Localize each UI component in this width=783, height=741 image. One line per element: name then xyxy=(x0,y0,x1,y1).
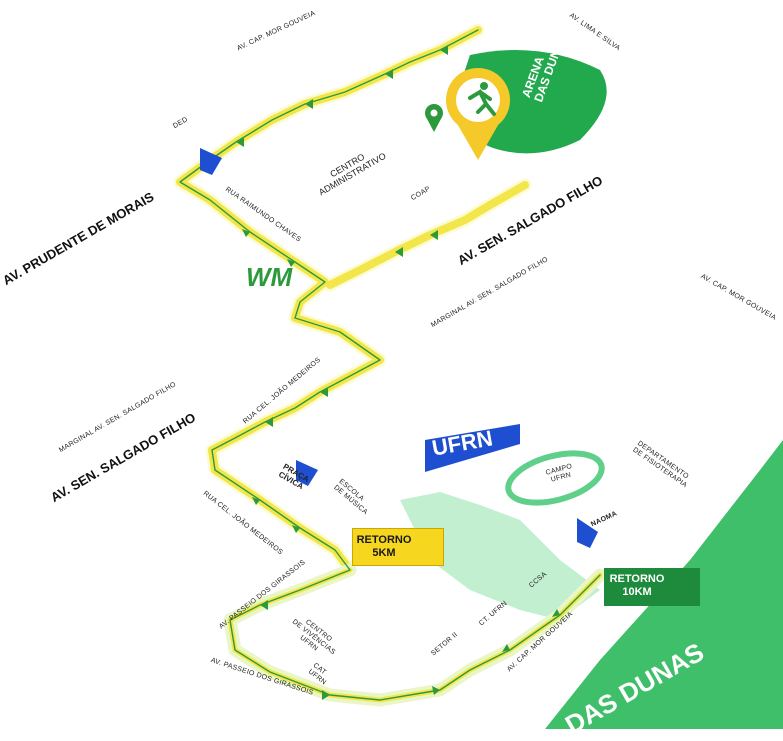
arrow-icon xyxy=(292,525,300,533)
retorno-5km-line2: 5KM xyxy=(372,547,396,559)
arrow-icon xyxy=(287,259,295,267)
flags xyxy=(200,148,598,548)
arrow-icon xyxy=(440,45,448,55)
retorno-5km-line1: RETORNO xyxy=(356,534,412,546)
arrow-icon xyxy=(322,690,330,700)
arrow-icon xyxy=(385,69,393,79)
arrow-icon xyxy=(265,417,273,427)
campo-track xyxy=(505,450,605,506)
retorno-10km-badge: RETORNO 10KM xyxy=(604,568,700,606)
retorno-10km-line1: RETORNO xyxy=(609,573,665,585)
retorno-10km-line2: 10KM xyxy=(622,586,652,598)
arrow-icon xyxy=(305,99,313,109)
arrow-icon xyxy=(502,644,510,652)
flag-icon xyxy=(296,460,318,486)
arrow-icon xyxy=(252,497,260,505)
wm-logo: WM xyxy=(246,262,293,292)
ufrn-green-area xyxy=(400,492,600,620)
arena-pin-icon xyxy=(446,68,510,160)
arrow-icon xyxy=(430,230,438,240)
arrow-icon xyxy=(395,247,403,257)
arrow-icon xyxy=(320,387,328,397)
arrow-icon xyxy=(242,229,250,237)
direction-arrows xyxy=(236,45,560,700)
arrow-icon xyxy=(552,609,560,617)
arrow-icon xyxy=(236,137,244,147)
flag-icon xyxy=(577,518,598,548)
location-pin-icon xyxy=(425,104,443,132)
flag-icon xyxy=(200,148,222,175)
arrow-icon xyxy=(260,600,268,610)
dunas-park-area xyxy=(545,440,783,729)
retorno-5km-badge: RETORNO 5KM xyxy=(352,528,444,566)
arrow-icon xyxy=(432,686,440,695)
ufrn-logo-shape xyxy=(425,424,520,472)
route-green-track xyxy=(179,29,601,701)
